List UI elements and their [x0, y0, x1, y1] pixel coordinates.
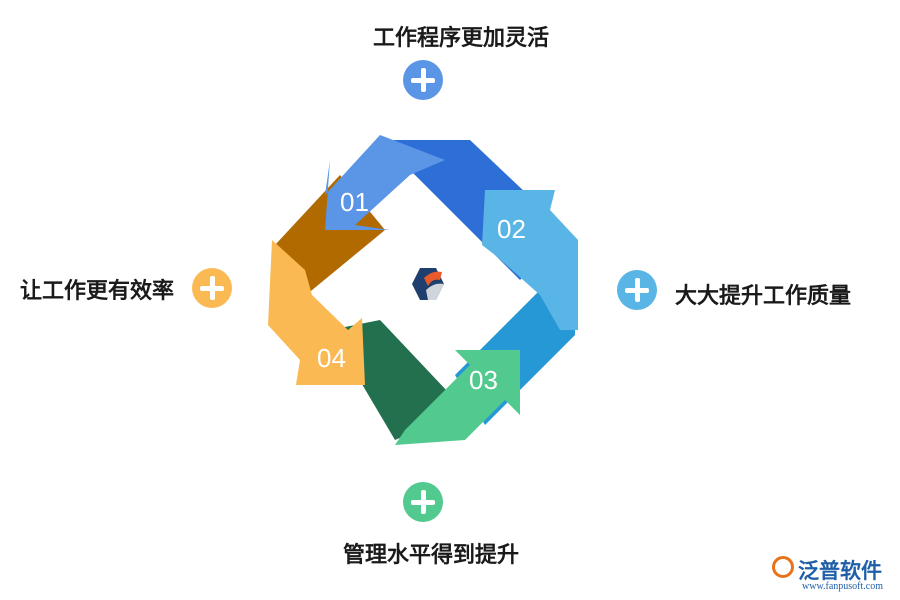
- number-03: 03: [469, 365, 498, 395]
- plus-icon-04: [192, 268, 232, 308]
- segment-02: 02: [482, 190, 578, 330]
- number-01: 01: [340, 187, 369, 217]
- arrow-01: [325, 135, 445, 230]
- brand-logo-icon: [772, 556, 794, 578]
- plus-icon-02: [617, 270, 657, 310]
- label-02: 大大提升工作质量: [675, 284, 852, 309]
- number-04: 04: [317, 343, 346, 373]
- segment-03: 03: [395, 350, 520, 445]
- label-03: 管理水平得到提升: [343, 543, 520, 568]
- center-logo-icon: [412, 268, 444, 300]
- brand-url: www.fanpusoft.com: [802, 581, 884, 592]
- number-02: 02: [497, 214, 526, 244]
- plus-icon-01: [403, 60, 443, 100]
- arrow-04: [268, 240, 365, 385]
- segment-04: 04: [268, 240, 365, 385]
- segment-01: 01: [325, 135, 445, 230]
- plus-icon-03: [403, 482, 443, 522]
- brand-name: 泛普软件: [798, 559, 882, 583]
- label-04: 让工作更有效率: [20, 279, 175, 304]
- arrow-02: [482, 190, 578, 330]
- arrow-03: [395, 350, 520, 445]
- label-01: 工作程序更加灵活: [373, 26, 550, 51]
